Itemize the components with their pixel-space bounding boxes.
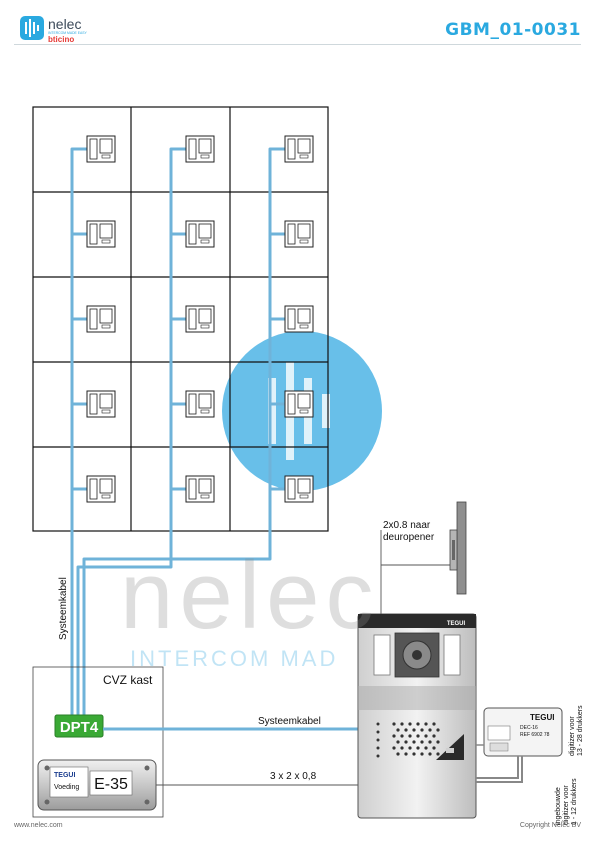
logo-tagline: INTERCOM MADE EASY [48,31,88,35]
panel-emblem-icon [436,734,464,760]
power-model: E-35 [94,776,128,793]
footer-website: www.nelec.com [14,822,63,829]
speaker-hole [404,728,408,732]
monitor-icon [185,390,215,418]
decoder-dec16: TEGUI DEC-16 REF 6902 78 [483,707,563,757]
door-lock-wiring [380,530,457,614]
speaker-hole [392,734,396,738]
speaker-hole [400,746,404,750]
monitor-icon [284,305,314,333]
monitor-icon [86,390,116,418]
monitor-icon [284,390,314,418]
panel-brand: TEGUI [447,621,466,627]
decoder-note-1-line2: digitizer voor [563,785,570,825]
monitor-icon [185,220,215,248]
monitor-icon [86,475,116,503]
speaker-hole [424,722,428,726]
speaker-hole [408,746,412,750]
speaker-hole [424,734,428,738]
power-label: Voeding [54,784,79,791]
speaker-hole [376,738,380,742]
speaker-hole [412,740,416,744]
monitor-icon [185,305,215,333]
decoder-note-2-line2: 13 - 28 drukkers [577,705,584,756]
monitor-icon [284,135,314,163]
riser-cable-label: Systeemkabel [58,577,69,640]
footer-copyright: Copyright Nelec BV [519,822,581,829]
monitor-icon [284,220,314,248]
speaker-hole [436,752,440,756]
speaker-hole [404,740,408,744]
logo-mark-icon: nelec INTERCOM MADE EASY bticino [20,16,88,44]
speaker-hole [416,734,420,738]
speaker-hole [396,740,400,744]
speaker-hole [432,734,436,738]
speaker-hole [376,730,380,734]
system-cable-label: Systeemkabel [258,716,321,727]
speaker-hole [408,734,412,738]
speaker-hole [424,746,428,750]
speaker-hole [376,722,380,726]
watermark-tagline: INTERCOM MAD [130,646,338,671]
decoder-ref: REF 6902 78 [520,732,550,738]
speaker-hole [396,728,400,732]
speaker-hole [396,752,400,756]
cabinet-box [32,666,164,818]
speaker-hole [420,728,424,732]
decoder-note-2-line1: digitizer voor [569,716,576,756]
lock-label-line1: 2x0.8 naar [383,520,431,531]
speaker-hole [420,752,424,756]
decoder-note-1-line3: 1 - 12 drukkers [571,778,578,825]
speaker-hole [428,740,432,744]
speaker-hole [432,722,436,726]
riser-cables [70,147,285,715]
speaker-hole [404,752,408,756]
speaker-hole [416,722,420,726]
monitor-icon [86,305,116,333]
speaker-hole [408,722,412,726]
decoder-cable [476,756,523,783]
speaker-hole [420,740,424,744]
watermark-word: nelec [120,542,380,649]
monitor-icon [86,135,116,163]
speaker-hole [412,728,416,732]
speaker-hole [432,746,436,750]
header-divider [14,44,581,45]
dpt4-distributor: DPT4 [54,714,104,738]
decoder-brand: TEGUI [530,713,554,722]
building-grid [32,106,329,532]
speaker-grille-icon [376,722,440,758]
speaker-hole [428,728,432,732]
speaker-hole [392,746,396,750]
distributor-label: DPT4 [60,719,99,736]
speaker-hole [412,752,416,756]
monitor-icon [185,135,215,163]
speaker-hole [436,740,440,744]
speaker-hole [376,754,380,758]
lock-label-line2: deuropener [383,532,435,543]
speaker-hole [428,752,432,756]
power-supply-e35: TEGUI Voeding E-35 [37,759,157,811]
logo-sub: bticino [48,35,74,44]
logo-name: nelec [48,16,81,32]
speaker-hole [416,746,420,750]
cabinet-label: CVZ kast [103,673,153,687]
document-code: GBM_01-0031 [445,20,581,40]
monitor-icon [284,475,314,503]
brand-logo: nelec INTERCOM MADE EASY bticino [20,16,130,44]
decoder-model: DEC-16 [520,725,538,731]
speaker-hole [400,722,404,726]
speaker-hole [400,734,404,738]
power-cable-label: 3 x 2 x 0,8 [270,771,317,782]
monitor-icon [185,475,215,503]
speaker-hole [436,728,440,732]
door-opener [449,501,467,595]
decoder-note-1-line1: ingebouwde [555,787,562,825]
door-panel: TEGUI [357,613,477,819]
speaker-hole [376,746,380,750]
speaker-hole [392,722,396,726]
monitor-icon [86,220,116,248]
power-brand: TEGUI [54,772,75,779]
